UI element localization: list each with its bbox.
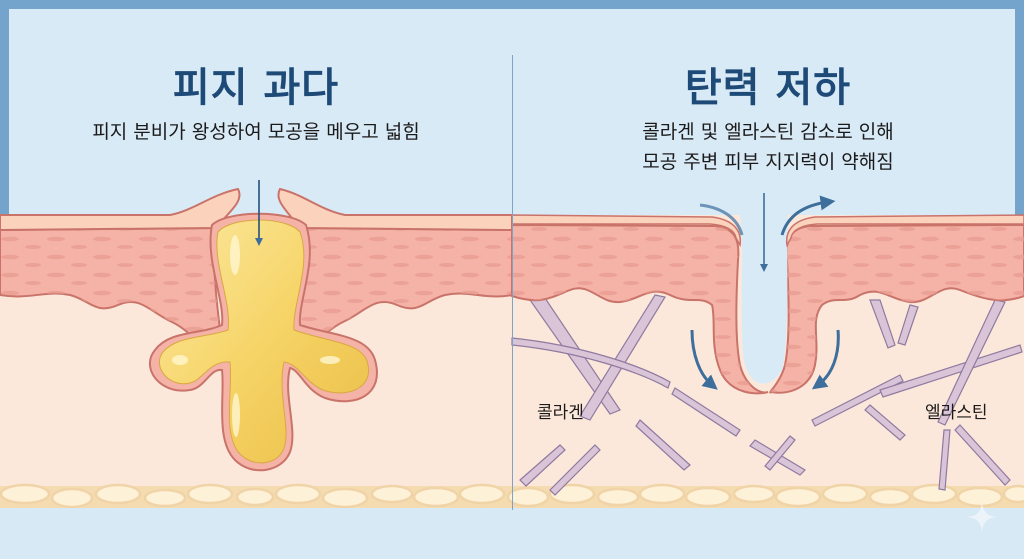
right-panel-subtitle: 콜라겐 및 엘라스틴 감소로 인해 모공 주변 피부 지지력이 약해짐 — [512, 117, 1024, 177]
collagen-label: 콜라겐 — [537, 403, 584, 423]
frame-border-right — [1015, 0, 1024, 215]
right-panel-subtitle-line-1: 콜라겐 및 엘라스틴 감소로 인해 — [642, 121, 894, 143]
right-dermis — [511, 214, 1024, 395]
frame-border-top — [0, 0, 1024, 9]
left-panel-title: 피지 과다 — [172, 65, 340, 111]
right-fibers — [511, 294, 1023, 496]
left-panel-subtitle: 피지 분비가 왕성하여 모공을 메우고 넓힘 — [92, 121, 420, 143]
elastin-label: 엘라스틴 — [925, 403, 988, 423]
frame-border-left — [0, 0, 9, 215]
sparkle-icon — [967, 502, 997, 532]
sebaceous-gland — [149, 212, 378, 472]
panel-divider — [512, 55, 513, 510]
right-panel-subtitle-line-2: 모공 주변 피부 지지력이 약해짐 — [642, 151, 894, 173]
right-flow-arrows — [690, 193, 840, 390]
bottom-band — [0, 508, 1024, 559]
right-panel-title: 탄력 저하 — [684, 65, 852, 111]
